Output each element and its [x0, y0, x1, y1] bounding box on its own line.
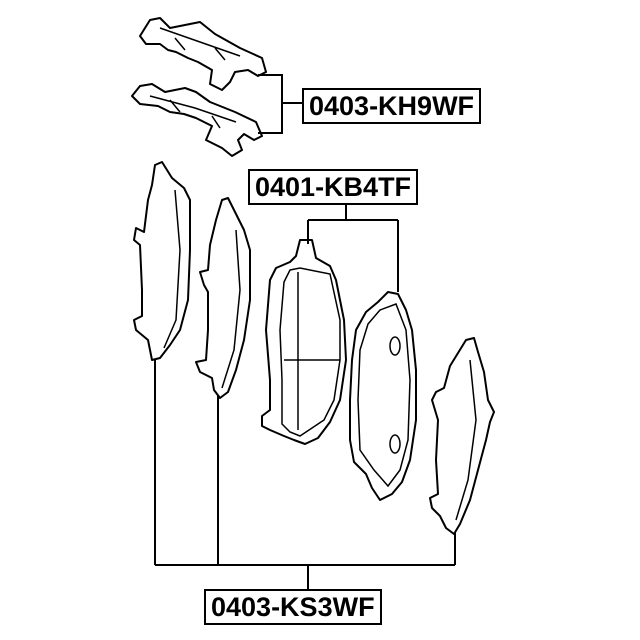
spring-right [429, 337, 495, 535]
leader-kh9wf [258, 74, 302, 134]
brake-pad-front [261, 239, 347, 445]
part-number-pad-set: 0401-KB4TF [248, 169, 419, 205]
part-number-spring-kit: 0403-KS3WF [204, 589, 382, 625]
brake-pad-rear [349, 291, 417, 501]
spring-left-outer [133, 161, 191, 361]
clip-upper [139, 17, 267, 91]
leader-ks3wf [154, 360, 456, 590]
spring-left-inner [195, 197, 251, 399]
leader-kb4tf [307, 202, 399, 292]
part-number-shim-kit: 0403-KH9WF [302, 88, 482, 124]
clip-lower [131, 83, 263, 157]
